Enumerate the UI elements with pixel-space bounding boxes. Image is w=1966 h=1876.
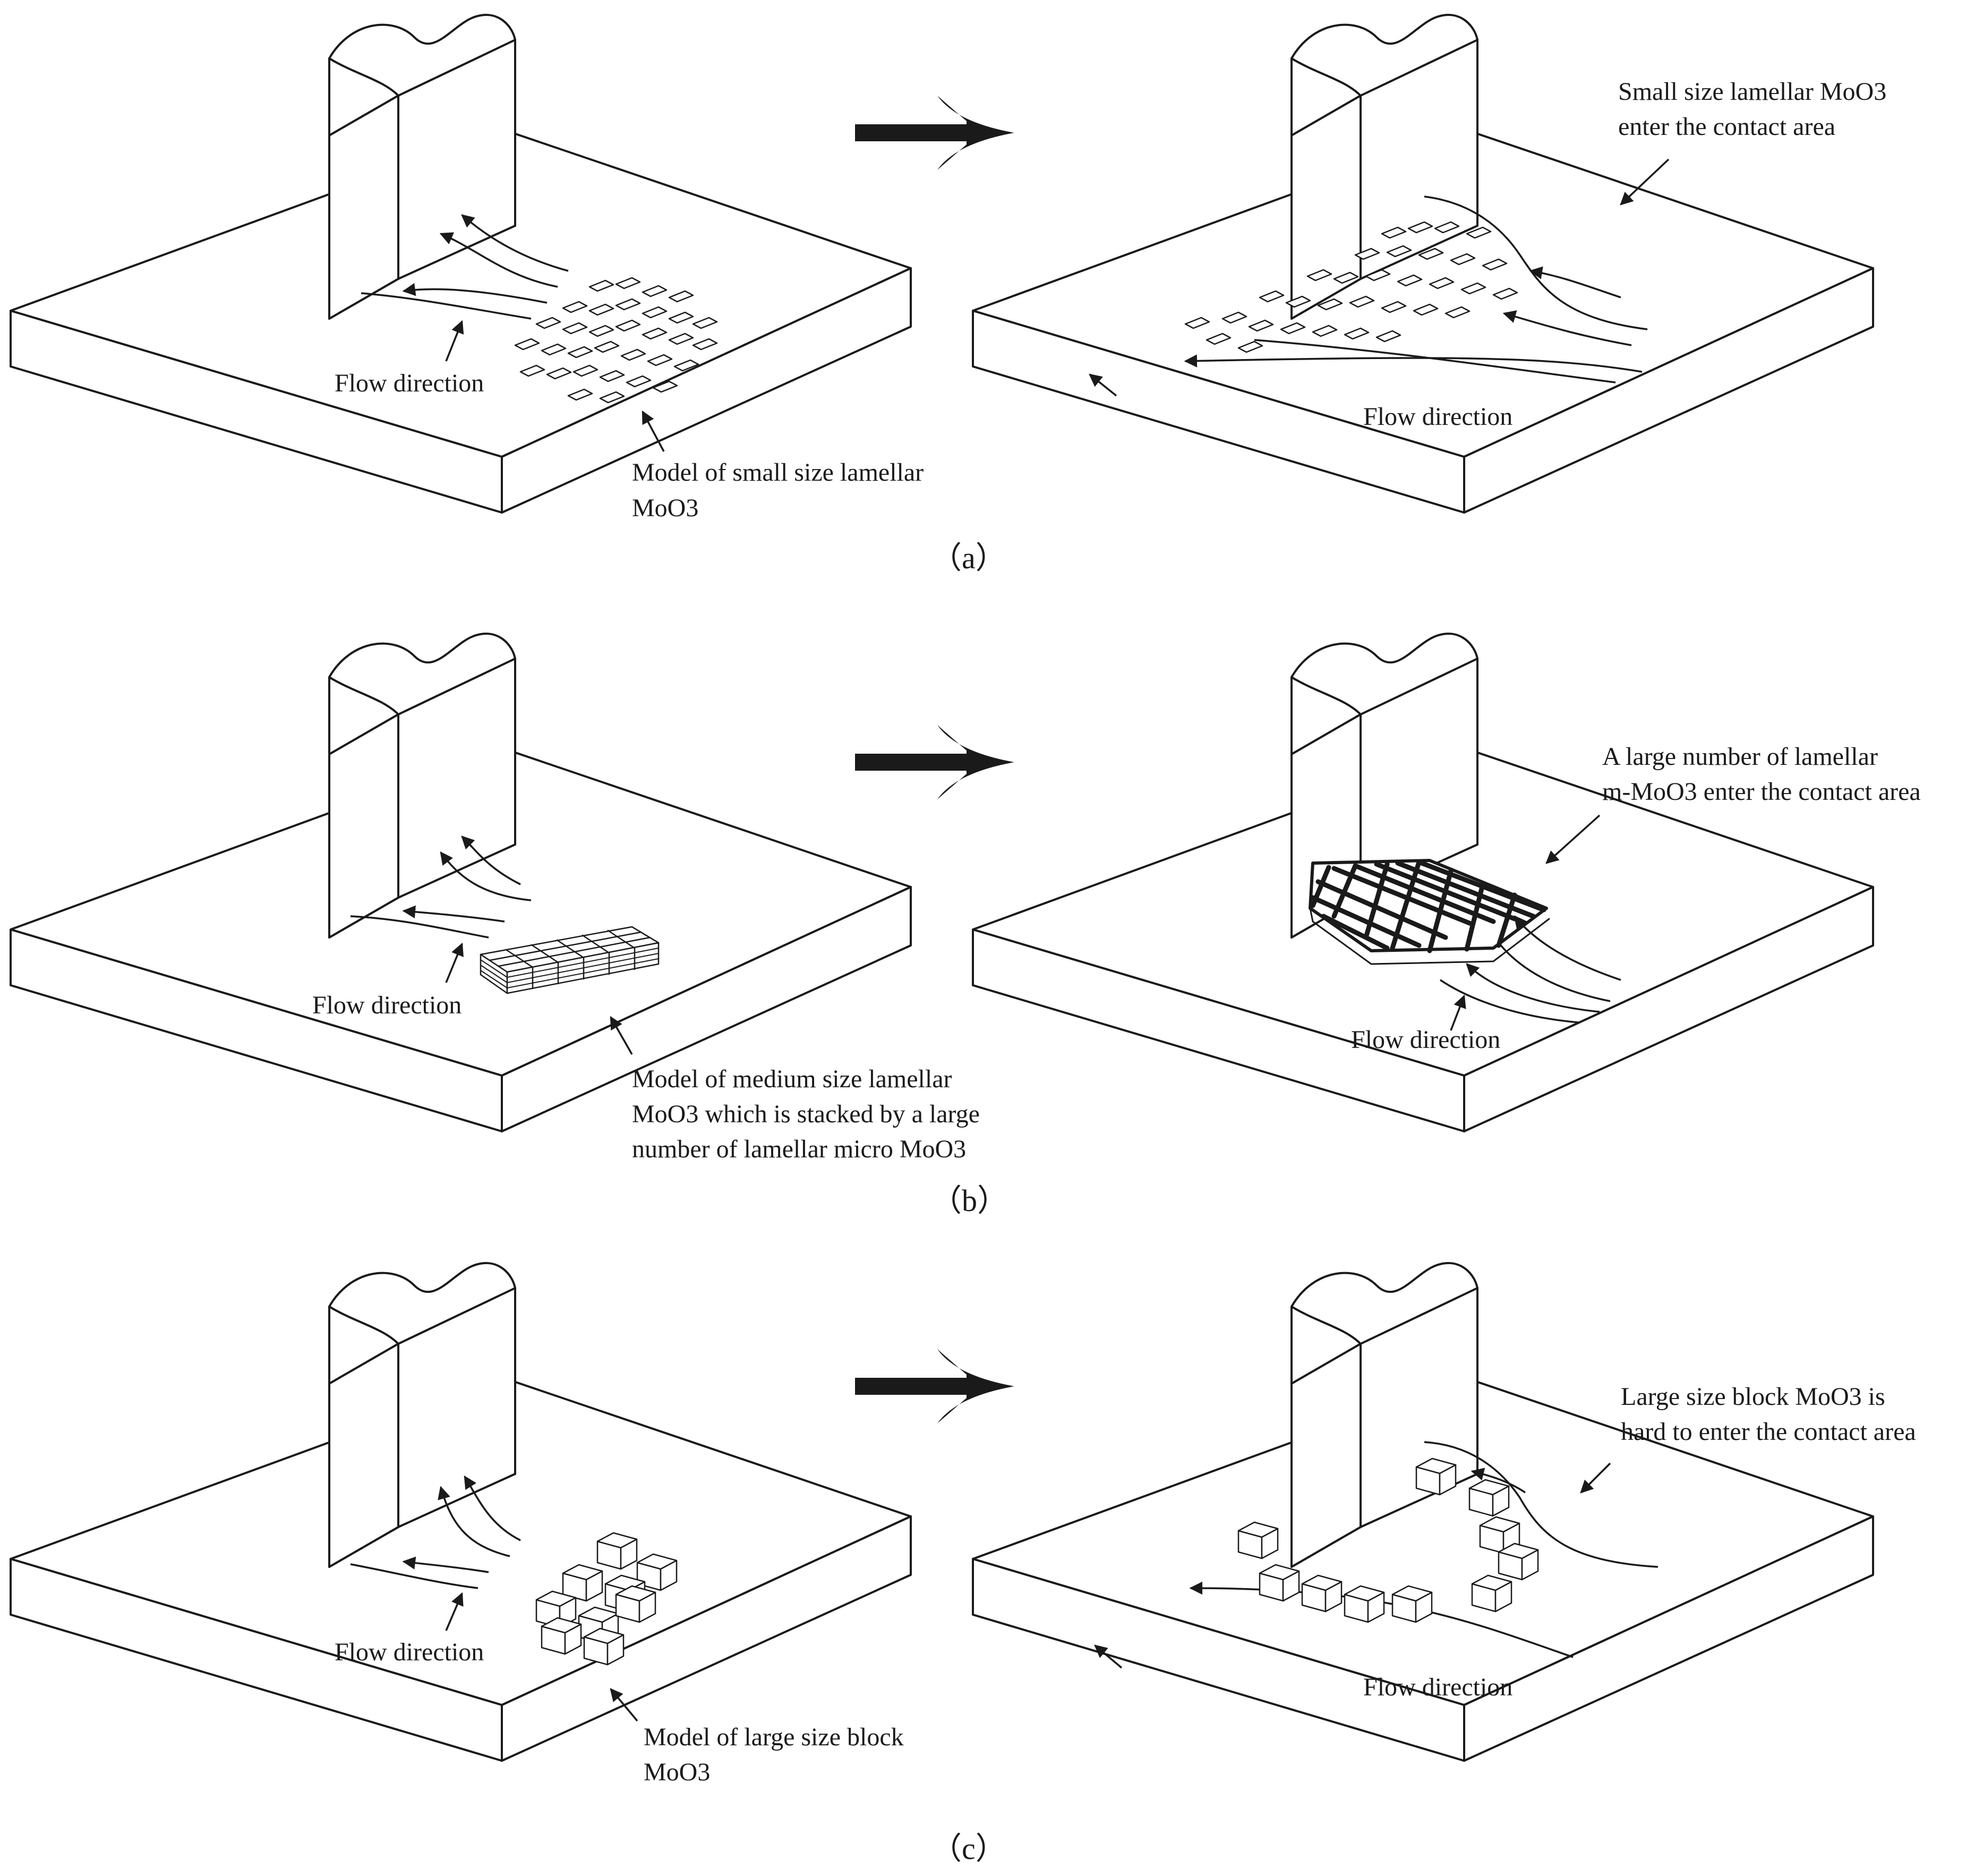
label-large-block-hard-1: Large size block MoO3 is xyxy=(1621,1383,1885,1411)
panel-a-right: Small size lamellar MoO3 enter the conta… xyxy=(972,14,1886,514)
caption-a: （a） xyxy=(931,541,1006,575)
label-model-b-2: MoO3 which is stacked by a large xyxy=(632,1100,980,1128)
panel-c-right: Large size block MoO3 is hard to enter t… xyxy=(972,1262,1916,1762)
label-large-number-lamellar-1: A large number of lamellar xyxy=(1602,743,1878,771)
label-model-c-2: MoO3 xyxy=(644,1758,710,1786)
panel-b-left: Flow direction Model of medium size lame… xyxy=(10,633,980,1163)
row-b: Flow direction Model of medium size lame… xyxy=(10,633,1921,1218)
label-flow-direction-b-right: Flow direction xyxy=(1351,1026,1500,1054)
label-flow-direction-a-left: Flow direction xyxy=(335,369,484,397)
row-a: Flow direction Model of small size lamel… xyxy=(10,14,1886,575)
process-arrow-a xyxy=(855,96,1014,170)
label-flow-direction-c-right: Flow direction xyxy=(1363,1673,1512,1701)
label-model-c-1: Model of large size block xyxy=(644,1723,904,1751)
dense-flakes-b xyxy=(1309,859,1550,965)
process-arrow-c xyxy=(855,1349,1014,1423)
label-large-block-hard-2: hard to enter the contact area xyxy=(1621,1418,1916,1446)
panel-c-left: Flow direction Model of large size block… xyxy=(10,1262,912,1786)
caption-b: （b） xyxy=(931,1183,1008,1218)
label-small-lamellar-enter-1: Small size lamellar MoO3 xyxy=(1618,78,1886,106)
panel-a-left: Flow direction Model of small size lamel… xyxy=(10,14,924,522)
label-large-number-lamellar-2: m-MoO3 enter the contact area xyxy=(1602,778,1921,806)
label-small-lamellar-enter-2: enter the contact area xyxy=(1618,113,1835,141)
label-model-a-1: Model of small size lamellar xyxy=(632,458,924,487)
label-flow-direction-a-right: Flow direction xyxy=(1363,403,1512,431)
label-model-b-3: number of lamellar micro MoO3 xyxy=(632,1135,966,1163)
label-model-b-1: Model of medium size lamellar xyxy=(632,1065,952,1093)
caption-c: （c） xyxy=(931,1831,1006,1866)
panel-b-right: A large number of lamellar m-MoO3 enter … xyxy=(972,633,1921,1132)
row-c: Flow direction Model of large size block… xyxy=(10,1262,1916,1866)
label-model-a-2: MoO3 xyxy=(632,494,698,522)
stacked-lamellar-block-b xyxy=(480,926,660,994)
label-flow-direction-c-left: Flow direction xyxy=(335,1638,484,1666)
process-arrow-b xyxy=(855,725,1014,799)
label-flow-direction-b-left: Flow direction xyxy=(312,991,461,1019)
